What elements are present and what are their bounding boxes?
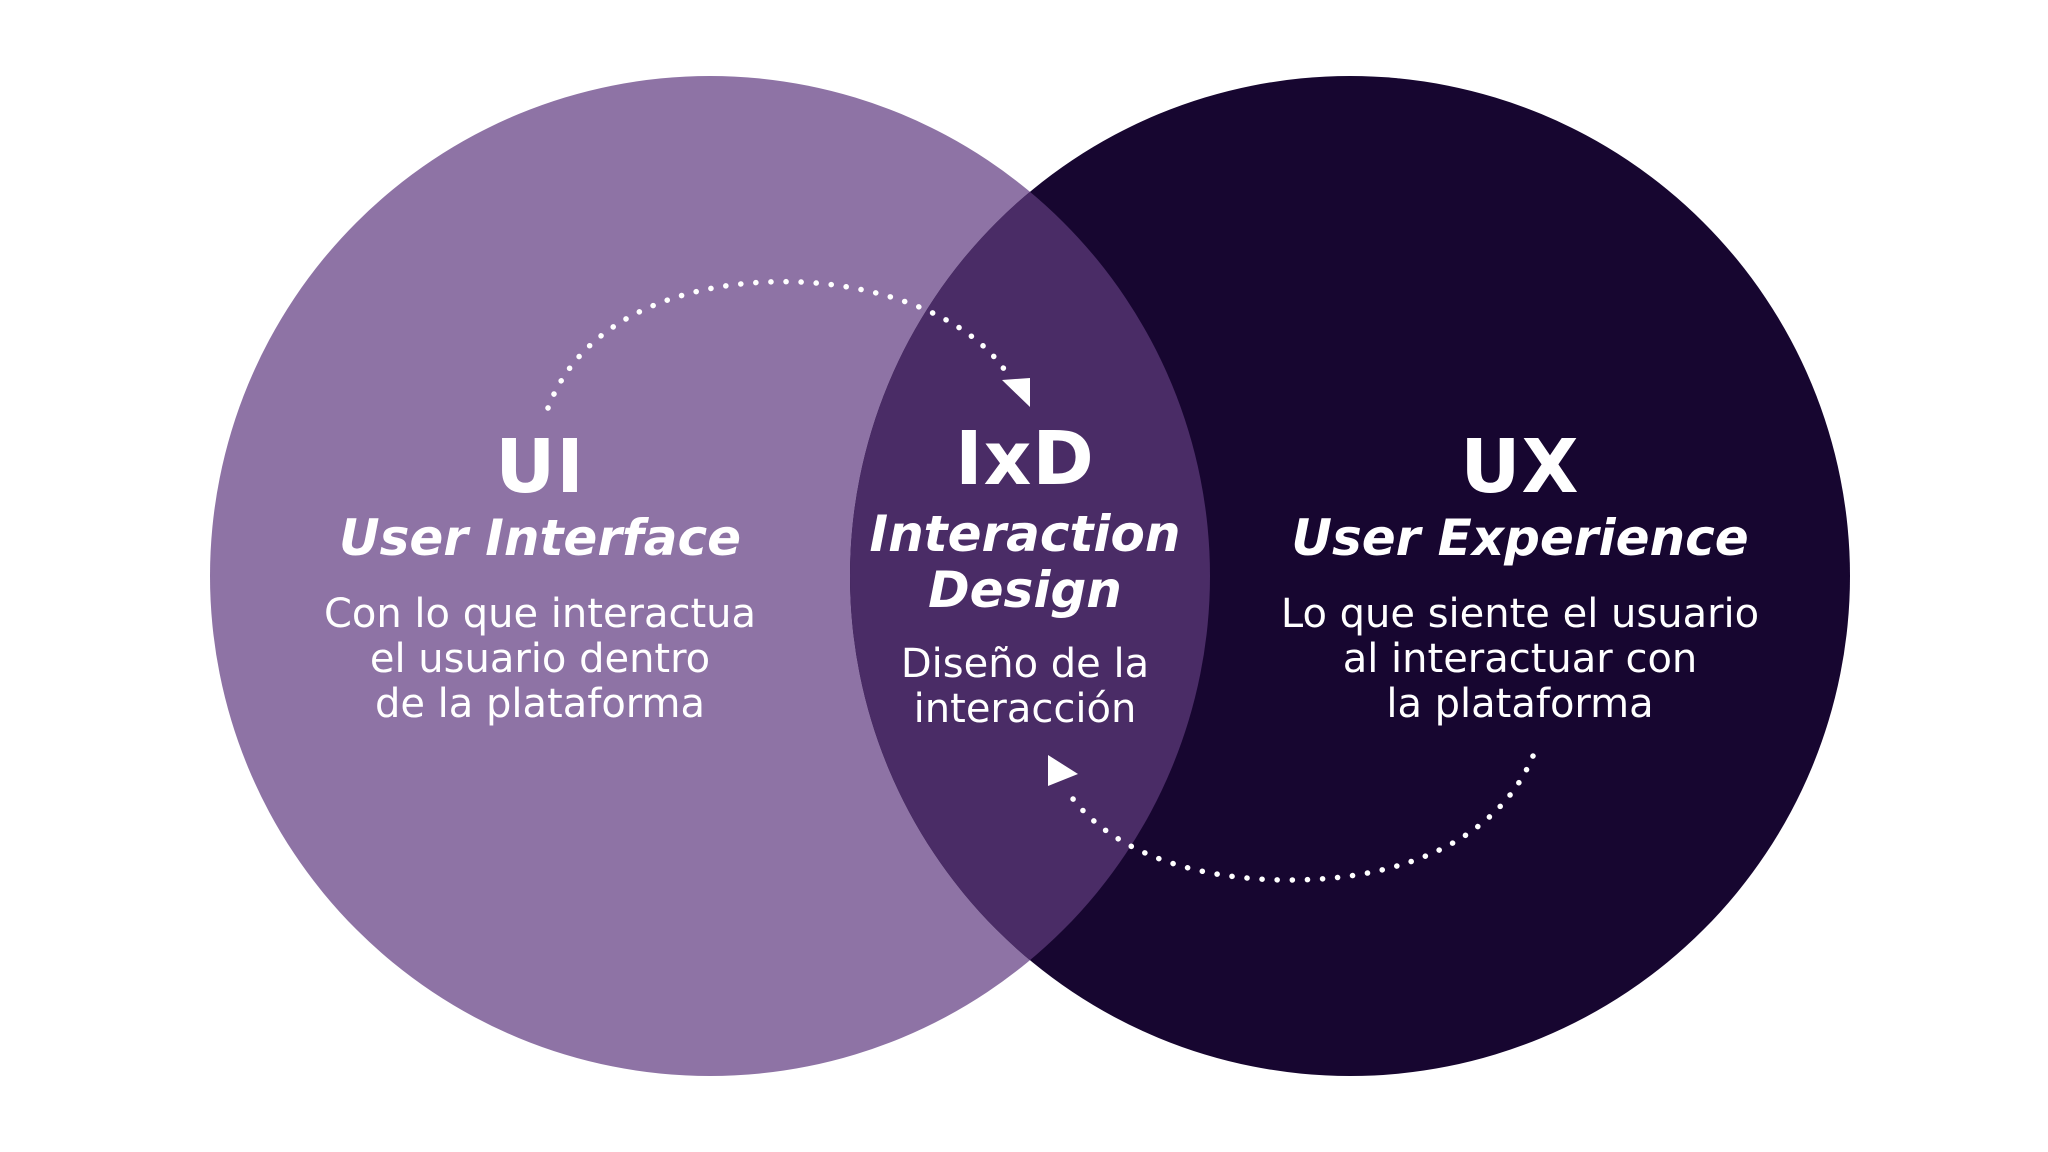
ux-description: Lo que siente el usuario al interactuar … <box>1240 591 1800 728</box>
ui-description-line: de la plataforma <box>374 681 706 728</box>
ixd-overlap <box>850 76 1210 1076</box>
ui-description-line: el usuario dentro <box>369 636 711 683</box>
ixd-description-line: Diseño de la <box>900 641 1150 687</box>
ux-full-name: User Experience <box>1291 509 1749 567</box>
ux-abbreviation: UX <box>1460 424 1580 510</box>
arrowhead-down-right-icon <box>1002 378 1030 407</box>
dotted-arrow-ui-to-ixd <box>545 278 1013 411</box>
ux-description-line: la plataforma <box>1386 681 1654 728</box>
ixd-label-group: IxD Interaction Design Diseño de la inte… <box>840 422 1210 732</box>
ui-abbreviation: UI <box>495 424 585 510</box>
ixd-description-line: interacción <box>913 686 1137 733</box>
ixd-full-name-line: Design <box>928 561 1122 619</box>
ux-description-line: Lo que siente el usuario <box>1280 591 1760 637</box>
ixd-full-name-line: Interaction <box>869 505 1181 563</box>
ixd-description: Diseño de la interacción <box>840 641 1210 733</box>
ixd-abbreviation: IxD <box>955 416 1095 502</box>
ui-label-group: UI User Interface Con lo que interactua … <box>290 430 790 728</box>
dotted-arrow-ux-to-ixd <box>1067 753 1536 883</box>
ui-description-line: Con lo que interactua <box>323 591 757 637</box>
ui-full-name: User Interface <box>338 509 742 567</box>
ixd-full-name: Interaction Design <box>840 506 1210 618</box>
ux-description-line: al interactuar con <box>1342 636 1698 683</box>
ux-label-group: UX User Experience Lo que siente el usua… <box>1240 430 1800 728</box>
ui-description: Con lo que interactua el usuario dentro … <box>290 591 790 728</box>
arrowhead-right-icon <box>1048 755 1078 786</box>
